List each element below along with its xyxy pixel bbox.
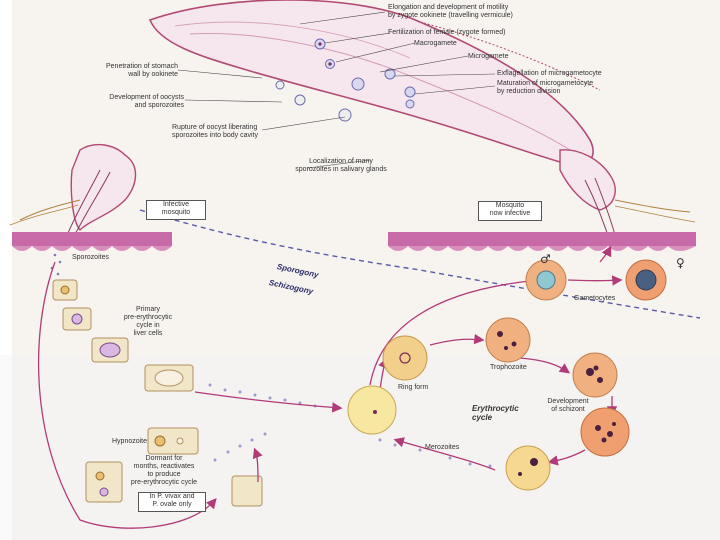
label-rupture: Rupture of oocyst liberating sporozoites… bbox=[172, 124, 312, 140]
label-erythrocytic-cycle: Erythrocytic cycle bbox=[472, 404, 532, 422]
male-symbol: ♂ bbox=[540, 252, 551, 266]
label-hypnozoite: Hypnozoite bbox=[112, 438, 172, 446]
label-sporozoites: Sporozoites bbox=[72, 254, 132, 262]
label-schizont: Development of schizont bbox=[538, 398, 598, 414]
label-trophozoite: Trophozoite bbox=[490, 364, 550, 372]
label-dormant: Dormant for months, reactivates to produ… bbox=[120, 455, 208, 487]
human-skin-left bbox=[12, 232, 172, 251]
label-ring-form: Ring form bbox=[398, 384, 448, 392]
label-microgamete: Microgamete bbox=[468, 53, 588, 61]
vivax-ovale-box: In P. vivax and P. ovale only bbox=[138, 492, 206, 512]
sporozoite-dots bbox=[51, 254, 62, 276]
label-gametocytes: Gametocytes bbox=[574, 295, 634, 303]
label-elongation: Elongation and development of motility b… bbox=[388, 4, 588, 20]
human-skin-right bbox=[388, 232, 696, 251]
label-exflagellation: Exflagellation of microgametocyte bbox=[497, 70, 677, 78]
label-primary-cycle: Primary pre-erythrocytic cycle in liver … bbox=[118, 306, 178, 338]
left-mosquito-head bbox=[10, 145, 136, 245]
label-localization: Localization of many sporozoites in sali… bbox=[276, 158, 406, 174]
label-merozoites: Merozoites bbox=[425, 444, 485, 452]
female-symbol: ♀ bbox=[676, 256, 685, 270]
label-fertilization: Fertilization of female (zygote formed) bbox=[388, 29, 588, 37]
label-oocysts: Development of oocysts and sporozoites bbox=[80, 94, 184, 110]
label-macrogamete: Macrogamete bbox=[414, 40, 534, 48]
label-maturation: Maturation of microgametocyte by reducti… bbox=[497, 80, 677, 96]
mosquito-now-infective-box: Mosquito now infective bbox=[478, 201, 542, 221]
label-penetration: Penetration of stomach wall by ookinete bbox=[70, 63, 178, 79]
infective-mosquito-box: Infective mosquito bbox=[146, 200, 206, 220]
